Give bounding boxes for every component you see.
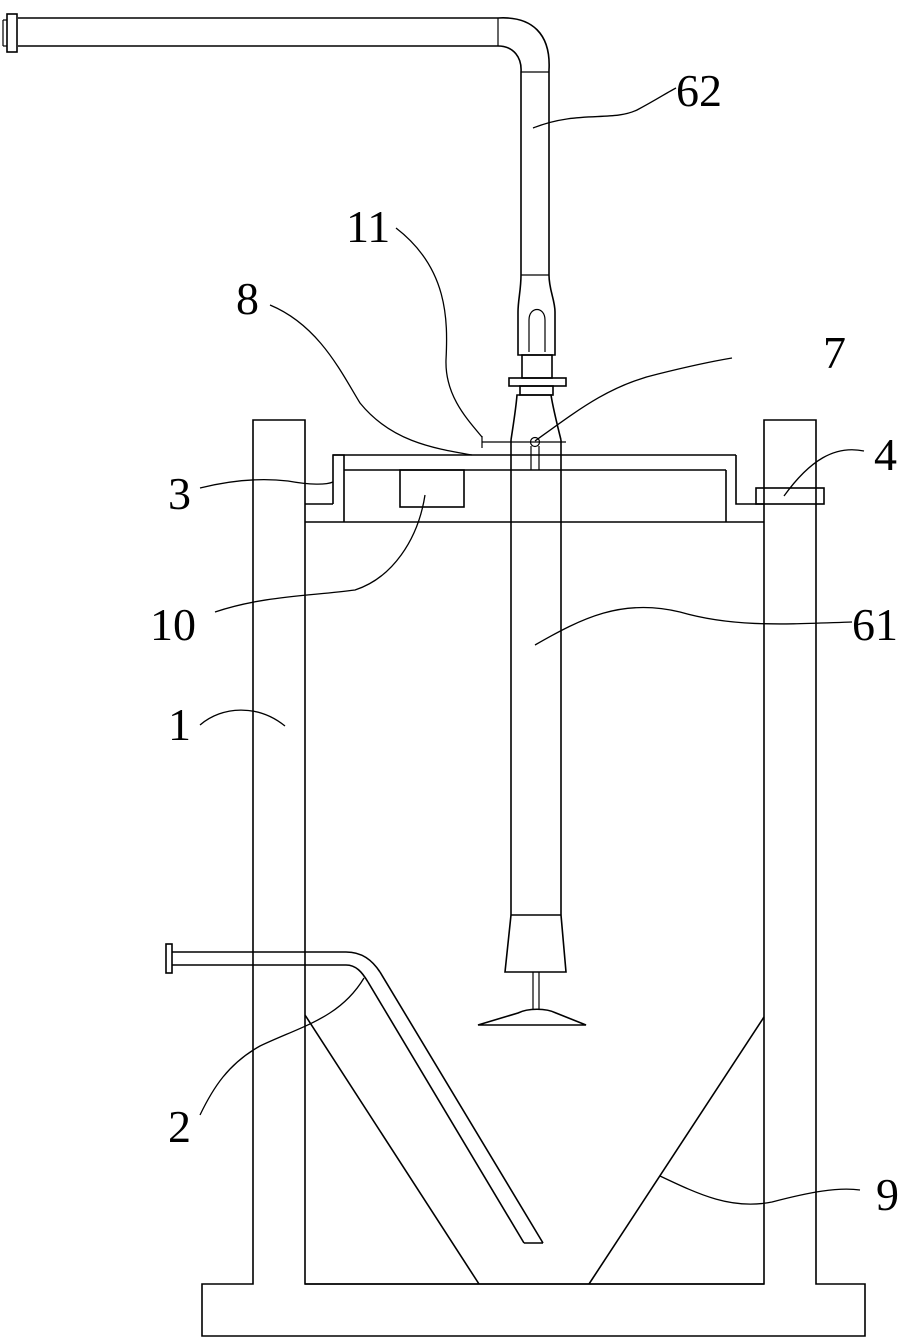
hopper-9 [304,1014,765,1285]
pipe-62 [2,13,556,379]
label-10: 10 [150,599,196,650]
label-7: 7 [823,327,846,378]
tank-body [201,419,866,1337]
label-4: 4 [874,429,897,480]
feed-pipe-2 [165,943,544,1244]
label-9: 9 [876,1169,899,1220]
label-61: 61 [852,599,898,650]
crossbar-11 [481,436,566,470]
label-3: 3 [168,468,191,519]
part-labels: 62 11 8 7 3 4 10 61 1 2 9 [150,65,899,1220]
outlet-pipe-4 [755,487,825,505]
cover-plate [305,454,764,523]
label-2: 2 [168,1101,191,1152]
leader-lines [199,87,865,1205]
flange [508,377,567,396]
shaft-61 [477,394,587,1026]
label-11: 11 [346,201,390,252]
label-62: 62 [676,65,722,116]
label-8: 8 [236,273,259,324]
label-1: 1 [168,699,191,750]
